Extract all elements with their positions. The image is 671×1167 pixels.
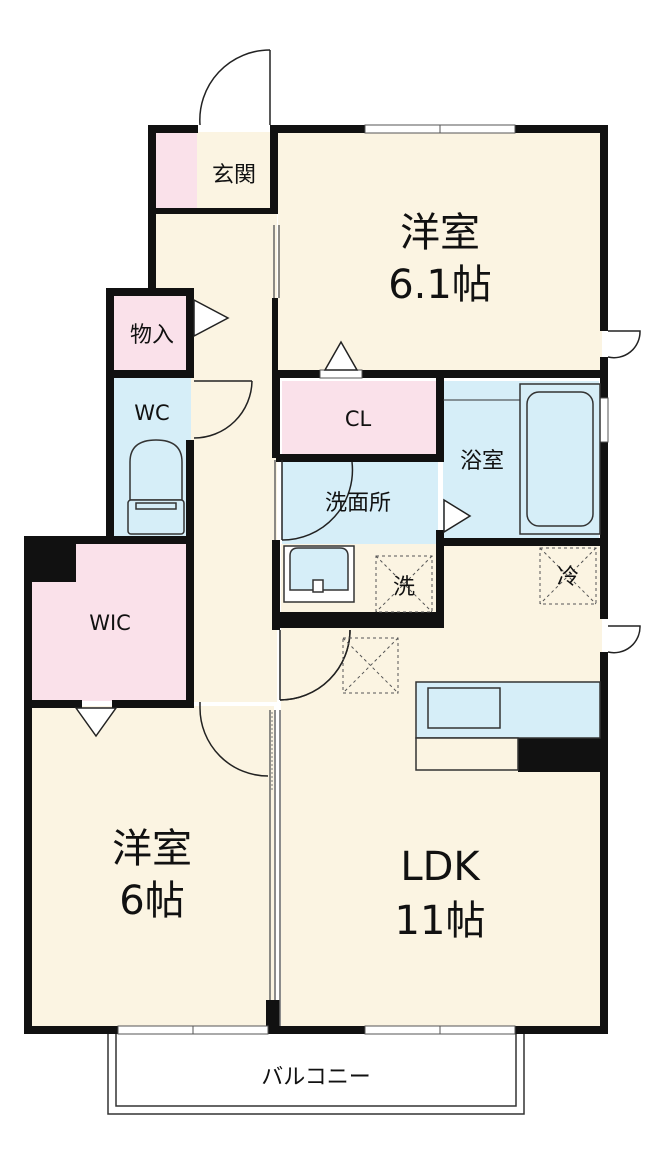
fridge-space xyxy=(539,547,597,605)
storage-label: 物入 xyxy=(130,323,174,348)
bathtub-fixture xyxy=(443,383,601,535)
washer-label: 洗 xyxy=(393,575,415,600)
sliding-doors xyxy=(269,225,281,1026)
closet-area xyxy=(282,381,438,455)
fridge-label: 冷 xyxy=(557,565,579,590)
washer-space xyxy=(375,555,433,613)
balcony xyxy=(107,1034,525,1115)
wic-label: WIC xyxy=(89,611,131,635)
washroom-label: 洗面所 xyxy=(325,491,391,516)
western-room-1-area xyxy=(278,132,602,376)
wc-label: WC xyxy=(134,401,169,425)
ldk-name: LDK xyxy=(400,844,481,890)
closet-label: CL xyxy=(345,407,372,431)
toilet-fixture xyxy=(127,439,185,535)
bath-label: 浴室 xyxy=(460,449,504,474)
entrance-label: 玄関 xyxy=(212,163,256,188)
western-room-2-area xyxy=(30,706,274,1027)
balcony-label: バルコニー xyxy=(261,1065,371,1090)
kitchen-counter xyxy=(415,681,601,771)
storage-area xyxy=(113,296,189,370)
window-mullions xyxy=(192,125,441,1034)
ldk-size: 11帖 xyxy=(395,898,486,944)
entrance-area xyxy=(153,132,197,210)
closet-markers xyxy=(74,298,472,738)
western-room-1-size: 6.1帖 xyxy=(388,262,492,308)
western-room-2-name: 洋室 xyxy=(112,826,192,872)
western-room-1-name: 洋室 xyxy=(400,210,480,256)
wash-basin-fixture xyxy=(283,545,355,603)
western-room-2-size: 6帖 xyxy=(119,878,184,924)
door-swings xyxy=(193,49,641,777)
ceiling-hatch xyxy=(342,637,399,694)
